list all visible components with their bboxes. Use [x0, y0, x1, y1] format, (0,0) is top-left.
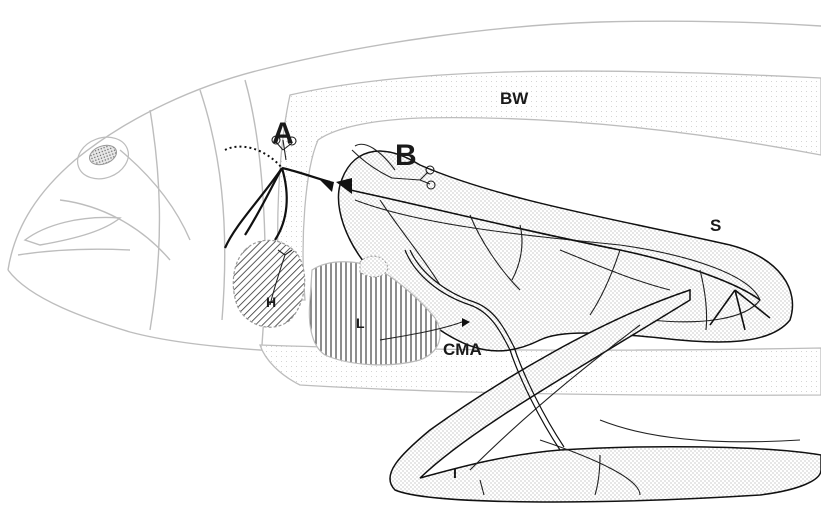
label-l: L	[356, 315, 365, 331]
label-b: B	[395, 139, 417, 172]
label-a: A	[272, 117, 294, 150]
heart	[233, 240, 304, 327]
label-i: I	[453, 465, 457, 481]
label-cma: CMA	[443, 340, 482, 359]
label-s: S	[710, 216, 721, 235]
eye	[87, 142, 119, 168]
intestine-segment-2	[600, 420, 800, 442]
label-h: H	[266, 294, 276, 310]
label-bw: BW	[500, 89, 529, 108]
